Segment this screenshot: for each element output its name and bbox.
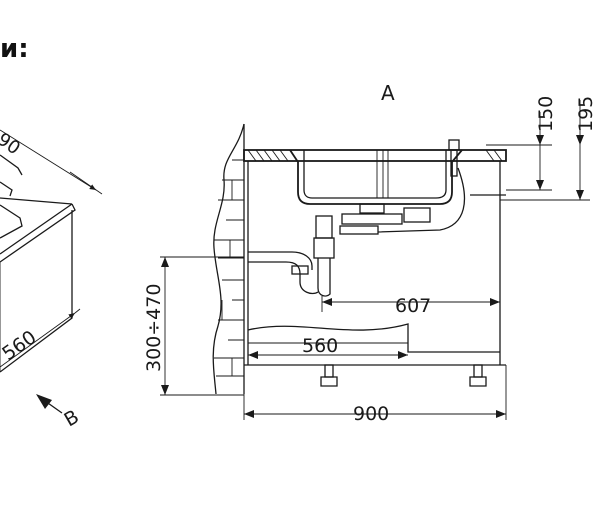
cabinet-width-dimension [243, 365, 507, 420]
view-arrow-b-label: B [61, 406, 83, 432]
height-dimensions [486, 100, 590, 201]
wall-section [212, 123, 245, 395]
dimension-607: 607 [395, 295, 431, 317]
dimension-90-partial: 90 [0, 129, 24, 159]
dimension-195: 195 [575, 96, 597, 132]
dimension-150: 150 [535, 96, 557, 132]
cabinet-section [243, 139, 507, 387]
dimension-560-left: 560 [0, 326, 41, 365]
view-label-a: A [381, 81, 395, 105]
dimension-900: 900 [353, 403, 389, 425]
section-heading-fragment: и: [0, 34, 29, 64]
isometric-sink-view [0, 129, 103, 414]
dimension-300-470: 300÷470 [143, 284, 165, 372]
dimension-560-inner: 560 [302, 335, 338, 357]
inner-depth-dimension [248, 351, 408, 359]
outlet-height-dimension [160, 256, 244, 396]
drain-dimension [321, 296, 500, 312]
